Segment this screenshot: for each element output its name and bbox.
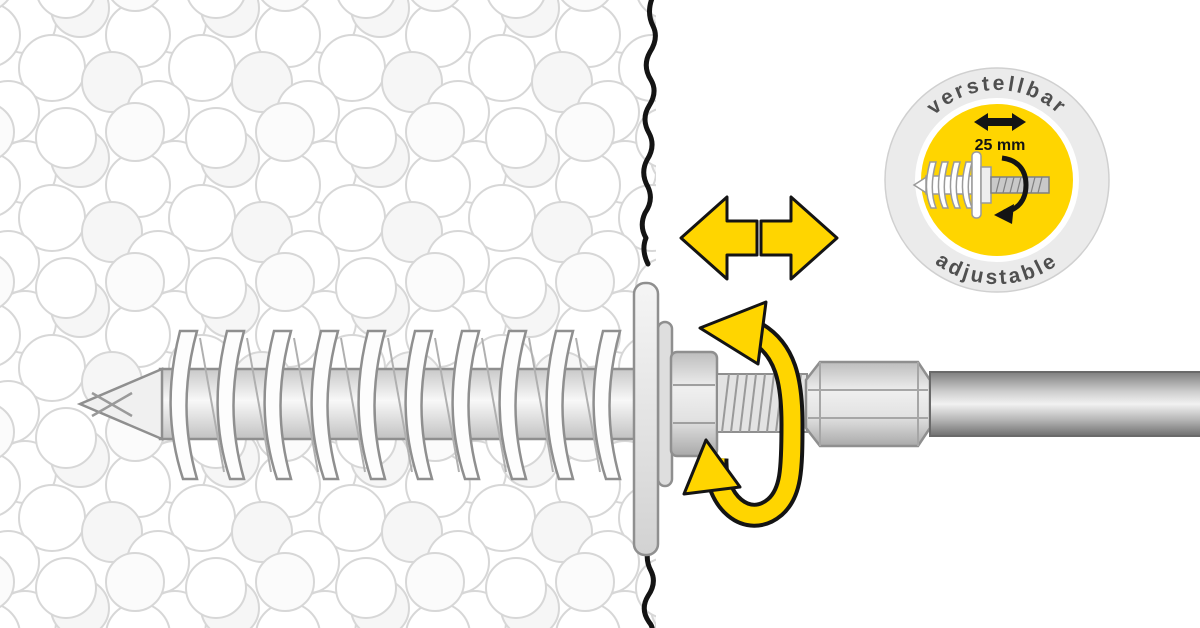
screw-thread-fin [263, 329, 293, 481]
wall-render-edge-top [639, 0, 658, 267]
double-arrow-horizontal-icon [679, 195, 839, 281]
double-arrow-right-half [759, 195, 839, 281]
screw-thread-fin [404, 329, 434, 481]
badge-screw-icon [912, 151, 1050, 224]
screw-thread-fin [357, 329, 387, 481]
rotation-arrow-band [707, 325, 801, 524]
screw-thread-fin [169, 329, 199, 481]
screw-thread-fin [545, 329, 575, 481]
rotation-arrow-icon [682, 300, 805, 528]
rotation-arrow-head-top [698, 300, 768, 366]
screw-thread-fin [592, 329, 622, 481]
fixing-plate [632, 281, 674, 557]
rotation-arrow-head-bottom [682, 438, 742, 496]
hex-nut [669, 350, 719, 458]
screw-thread-fin [451, 329, 481, 481]
wall-render-edge [639, 0, 658, 628]
wall-render-edge-bottom [641, 541, 656, 628]
screw-helix-lines [199, 337, 601, 473]
driver-shaft [929, 371, 1200, 437]
double-arrow-left-half [679, 195, 759, 281]
screw-thread-fin [310, 329, 340, 481]
fixing-plate-disc [632, 281, 660, 557]
insulation-screw [76, 329, 652, 481]
badge-measurement-label: 25 mm [975, 137, 1026, 154]
adjustable-badge: verstellbar adjustable 25 mm [884, 67, 1110, 293]
screw-thread-fins [169, 329, 622, 481]
insulation-foam-layer [0, 0, 656, 628]
hex-bit-adapter [804, 360, 932, 448]
screw-thread-fin [498, 329, 528, 481]
screw-thread-fin [216, 329, 246, 481]
screw-tip [76, 367, 164, 441]
rotation-arrow-small-icon [994, 155, 1029, 224]
double-arrow-25mm-icon [974, 113, 1026, 131]
